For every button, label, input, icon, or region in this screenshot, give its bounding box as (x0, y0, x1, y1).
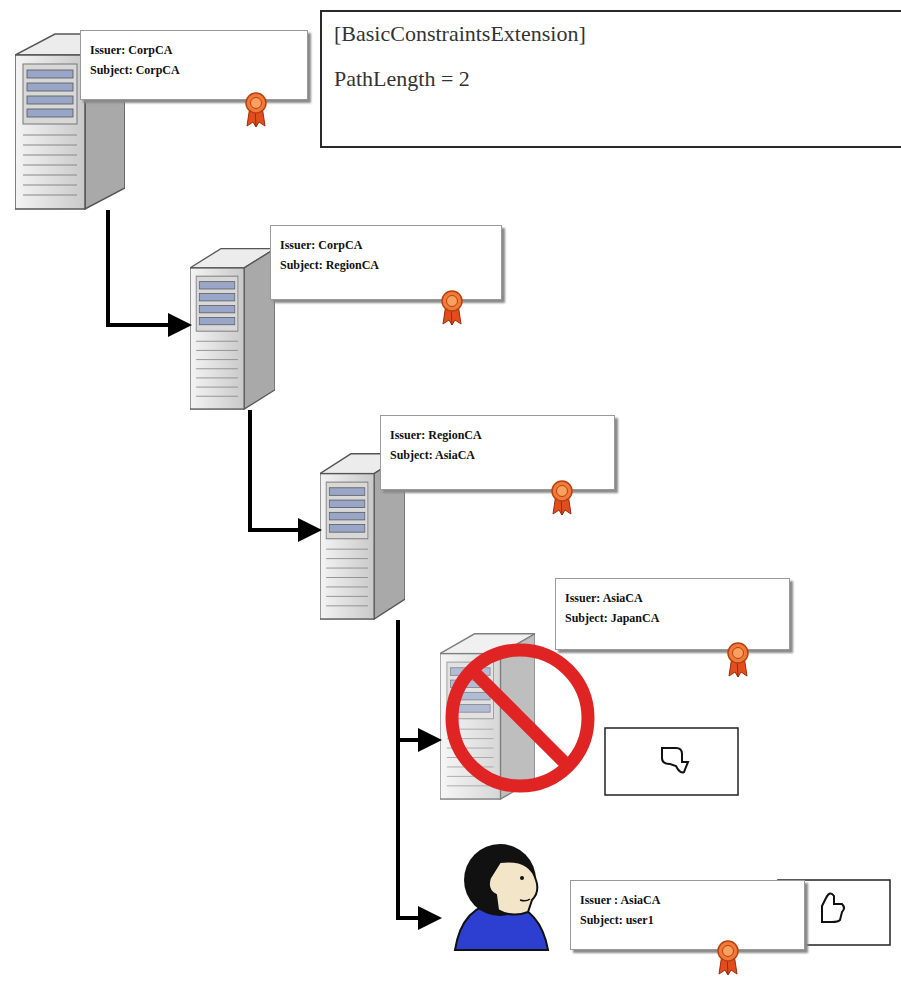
prohibition-sign (452, 650, 588, 786)
certificate-card: Issuer : AsiaCASubject: user1 (570, 880, 805, 950)
issue-arrow (398, 620, 438, 918)
note-box: [BasicConstraintsExtension] PathLength = … (320, 10, 901, 148)
issuer-text: Issuer : AsiaCA (580, 890, 795, 910)
issue-arrow (398, 620, 438, 740)
subject-text: Subject: JapanCA (565, 608, 780, 628)
ca-group: Issuer: AsiaCASubject: JapanCA (440, 578, 790, 800)
extension-value: PathLength = 2 (334, 65, 889, 93)
issuer-text: Issuer: CorpCA (280, 235, 492, 255)
ca-group: Issuer : AsiaCASubject: user1 (440, 840, 805, 950)
issuer-text: Issuer: CorpCA (90, 40, 298, 60)
certificate-card: Issuer: CorpCASubject: RegionCA (270, 225, 502, 300)
user-icon (455, 844, 548, 950)
subject-text: Subject: CorpCA (90, 60, 298, 80)
certificate-card: Issuer: RegionCASubject: AsiaCA (380, 415, 615, 490)
server-icon (190, 249, 275, 409)
certificate-card: Issuer: CorpCASubject: CorpCA (80, 30, 308, 100)
subject-text: Subject: AsiaCA (390, 445, 605, 465)
subject-text: Subject: user1 (580, 910, 795, 930)
thumbs-down-box (605, 728, 738, 795)
ca-group: Issuer: CorpCASubject: RegionCA (190, 225, 502, 410)
issuer-text: Issuer: RegionCA (390, 425, 605, 445)
issue-arrow (108, 210, 188, 325)
issuer-text: Issuer: AsiaCA (565, 588, 780, 608)
certificate-card: Issuer: AsiaCASubject: JapanCA (555, 578, 790, 650)
issue-arrow (250, 410, 318, 530)
ca-group: Issuer: CorpCASubject: CorpCA (15, 30, 308, 210)
subject-text: Subject: RegionCA (280, 255, 492, 275)
extension-name: [BasicConstraintsExtension] (334, 20, 889, 48)
